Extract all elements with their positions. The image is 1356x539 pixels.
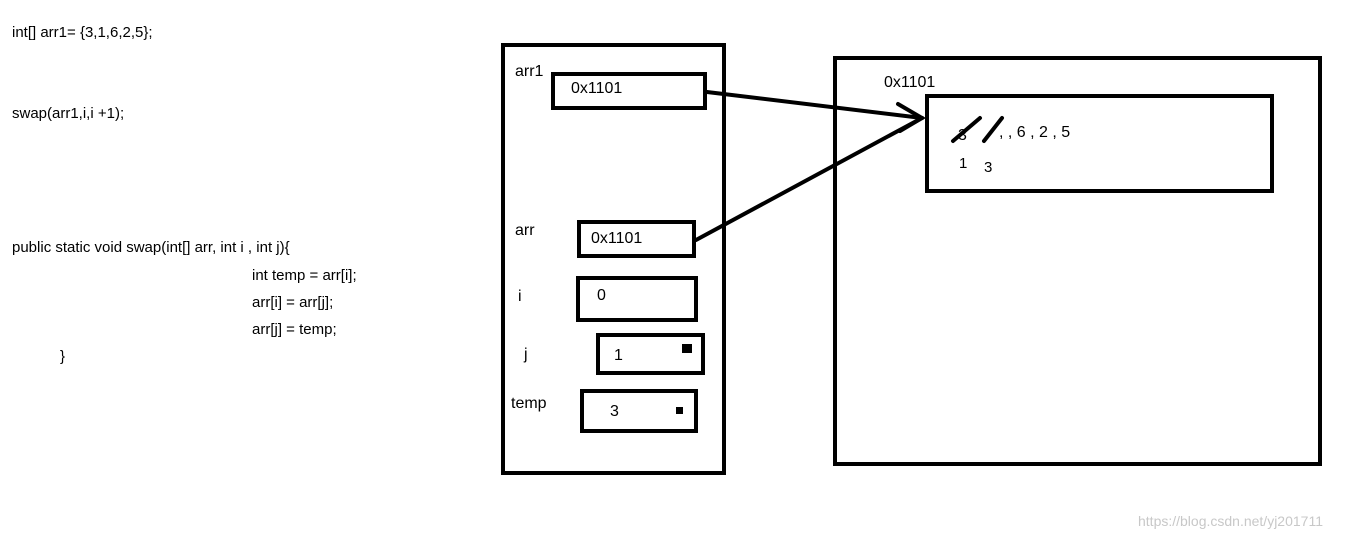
code-line-method-signature: public static void swap(int[] arr, int i…	[12, 239, 290, 256]
heap-array-box: , , 6 , 2 , 5 1 3	[925, 94, 1274, 193]
stack-cell-arr: 0x1101	[577, 220, 696, 258]
stack-label-arr1: arr1	[515, 63, 544, 80]
stack-value-temp: 3	[610, 403, 619, 420]
stack-cell-i: 0	[576, 276, 698, 322]
code-line-arr-j-assign: arr[j] = temp;	[252, 321, 337, 338]
stack-value-arr: 0x1101	[591, 230, 643, 247]
watermark-url: https://blog.csdn.net/yj201711	[1138, 513, 1323, 529]
heap-address-label: 0x1101	[884, 74, 936, 91]
code-line-temp-assign: int temp = arr[i];	[252, 267, 357, 284]
cursor-mark-j	[682, 344, 692, 353]
heap-new-value-first: 1	[959, 155, 968, 172]
heap-new-value-second: 3	[984, 159, 993, 176]
stack-cell-arr1: 0x1101	[551, 72, 707, 110]
stack-value-j: 1	[614, 347, 623, 364]
cursor-mark-temp	[676, 407, 683, 414]
code-line-closing-brace: }	[60, 348, 66, 365]
arrowhead	[896, 102, 926, 133]
stack-label-temp: temp	[511, 395, 547, 412]
code-line-array-declaration: int[] arr1= {3,1,6,2,5};	[12, 24, 153, 41]
heap-array-values: , , 6 , 2 , 5	[999, 124, 1071, 141]
arrow-arr1-to-heap	[705, 90, 924, 120]
code-line-swap-call: swap(arr1,i,i +1);	[12, 105, 125, 122]
strike-out-second	[982, 116, 1004, 143]
strike-out-first	[951, 116, 982, 143]
stack-label-arr: arr	[515, 222, 535, 239]
stack-cell-j: 1	[596, 333, 705, 375]
stack-label-j: j	[524, 346, 528, 363]
code-line-arr-i-assign: arr[i] = arr[j];	[252, 294, 334, 311]
stack-cell-temp: 3	[580, 389, 698, 433]
arrow-arr-to-heap	[694, 116, 924, 242]
stack-label-i: i	[518, 288, 522, 305]
stack-value-arr1: 0x1101	[571, 80, 623, 97]
stack-value-i: 0	[597, 287, 606, 304]
